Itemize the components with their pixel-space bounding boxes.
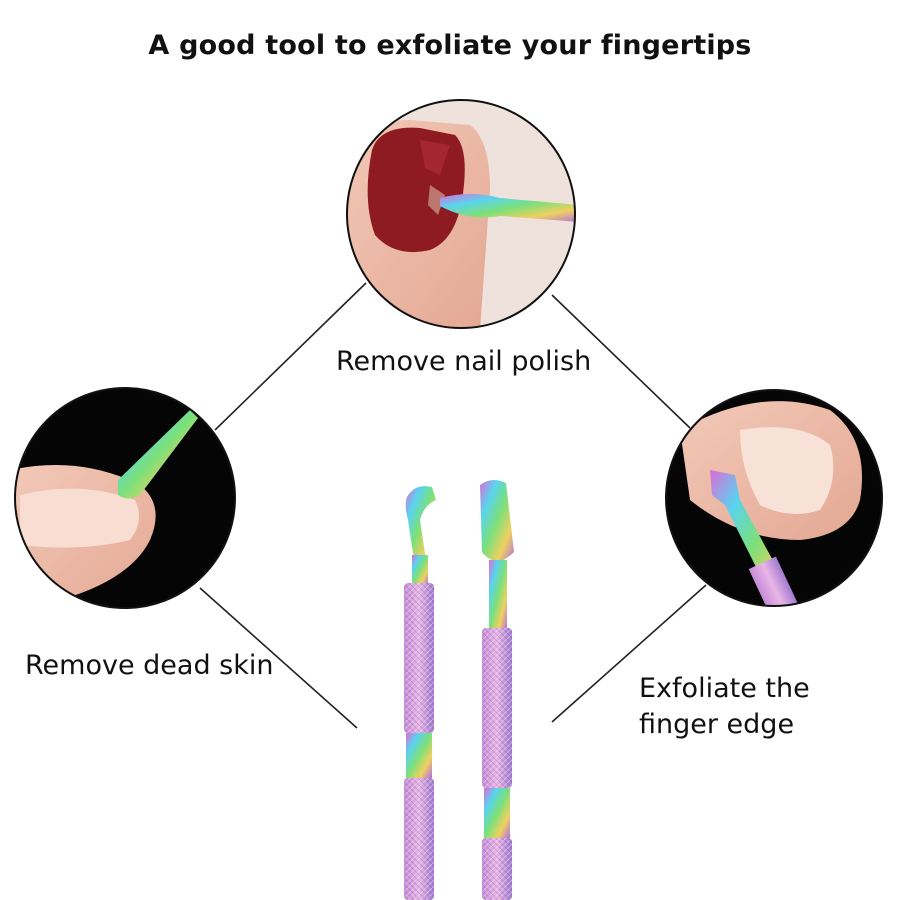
caption-remove-nail-polish: Remove nail polish xyxy=(336,346,592,377)
nail-polish-removal-image xyxy=(346,99,576,329)
connector-line-right xyxy=(551,584,707,723)
dead-skin-removal-image xyxy=(14,387,236,609)
cuticle-pusher-tool-left xyxy=(404,486,436,900)
connector-line-top-left xyxy=(214,282,367,431)
connector-line-left xyxy=(199,587,358,729)
page-title: A good tool to exfoliate your fingertips xyxy=(148,30,752,61)
caption-exfoliate-finger-edge: Exfoliate the finger edge xyxy=(639,673,810,740)
connector-line-top-right xyxy=(551,294,691,429)
caption-remove-dead-skin: Remove dead skin xyxy=(25,650,274,681)
finger-edge-exfoliation-image xyxy=(665,389,883,607)
cuticle-pusher-tool-right xyxy=(480,479,514,900)
